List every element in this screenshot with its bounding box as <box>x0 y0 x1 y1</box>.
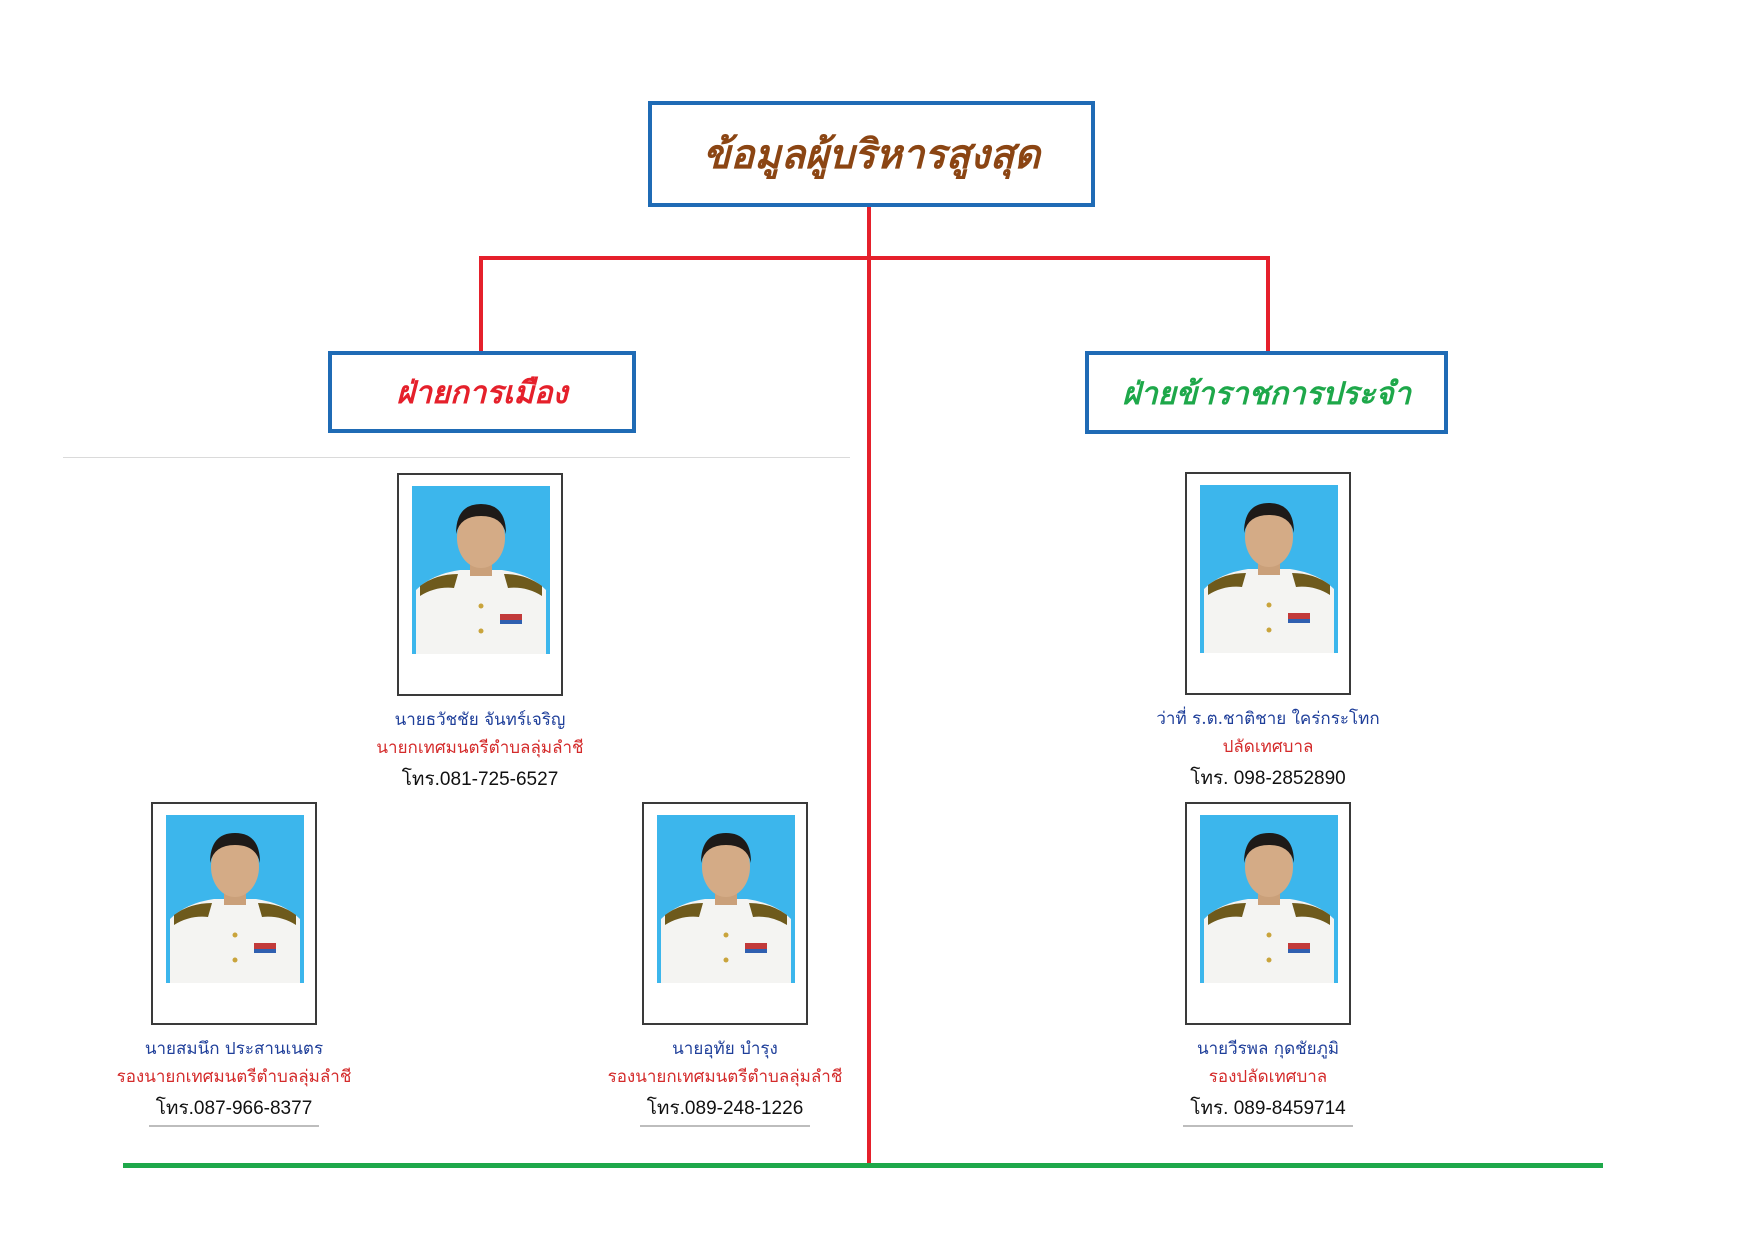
person-card-mayor: นายธวัชชัย จันทร์เจริญ นายกเทศมนตรีตำบลล… <box>330 473 630 792</box>
person-phone: โทร.081-725-6527 <box>401 769 559 790</box>
political-division-box: ฝ่ายการเมือง <box>328 351 636 433</box>
bottom-divider-line <box>123 1163 1603 1168</box>
political-section-divider <box>63 457 850 458</box>
civil-branch-connector <box>1266 256 1270 353</box>
portrait-photo <box>642 802 808 1025</box>
portrait-photo <box>151 802 317 1025</box>
phone-underline <box>640 1125 810 1127</box>
person-name: ว่าที่ ร.ต.ชาติชาย ใคร่กระโทก <box>1156 709 1380 729</box>
portrait-image <box>1200 815 1338 983</box>
person-name: นายวีรพล กุดชัยภูมิ <box>1196 1039 1340 1059</box>
phone-underline <box>149 1125 319 1127</box>
person-name: นายสมนึก ประสานเนตร <box>144 1039 324 1059</box>
person-phone: โทร. 089-8459714 <box>1190 1098 1346 1119</box>
person-card-deputy-mayor-2: นายอุทัย บำรุง รองนายกเทศมนตรีตำบลลุ่มลำ… <box>575 802 875 1127</box>
political-branch-connector <box>479 256 483 353</box>
portrait-photo <box>1185 472 1351 695</box>
person-position: ปลัดเทศบาล <box>1222 737 1314 757</box>
portrait-photo <box>1185 802 1351 1025</box>
portrait-photo <box>397 473 563 696</box>
civil-division-box: ฝ่ายข้าราชการประจำ <box>1085 351 1448 434</box>
person-name: นายธวัชชัย จันทร์เจริญ <box>394 710 566 730</box>
person-name: นายอุทัย บำรุง <box>672 1039 778 1059</box>
person-phone: โทร.089-248-1226 <box>646 1098 804 1119</box>
portrait-image <box>166 815 304 983</box>
person-card-deputy-mayor-1: นายสมนึก ประสานเนตร รองนายกเทศมนตรีตำบลล… <box>84 802 384 1127</box>
person-phone: โทร. 098-2852890 <box>1190 768 1346 789</box>
person-card-municipal-clerk: ว่าที่ ร.ต.ชาติชาย ใคร่กระโทก ปลัดเทศบาล… <box>1118 472 1418 791</box>
chart-title: ข้อมูลผู้บริหารสูงสุด <box>702 131 1041 178</box>
person-phone: โทร.087-966-8377 <box>155 1098 313 1119</box>
portrait-image <box>1200 485 1338 653</box>
main-vertical-connector <box>867 204 871 1166</box>
chart-title-box: ข้อมูลผู้บริหารสูงสุด <box>648 101 1095 207</box>
person-card-deputy-municipal-clerk: นายวีรพล กุดชัยภูมิ รองปลัดเทศบาล โทร. 0… <box>1118 802 1418 1127</box>
phone-underline <box>1183 1125 1353 1127</box>
political-division-label: ฝ่ายการเมือง <box>396 375 568 411</box>
portrait-image <box>657 815 795 983</box>
person-position: นายกเทศมนตรีตำบลลุ่มลำชี <box>376 738 584 758</box>
civil-division-label: ฝ่ายข้าราชการประจำ <box>1122 375 1411 412</box>
person-position: รองปลัดเทศบาล <box>1208 1067 1328 1087</box>
portrait-image <box>412 486 550 654</box>
person-position: รองนายกเทศมนตรีตำบลลุ่มลำชี <box>607 1067 843 1087</box>
person-position: รองนายกเทศมนตรีตำบลลุ่มลำชี <box>116 1067 352 1087</box>
branch-horizontal-connector <box>479 256 1269 260</box>
